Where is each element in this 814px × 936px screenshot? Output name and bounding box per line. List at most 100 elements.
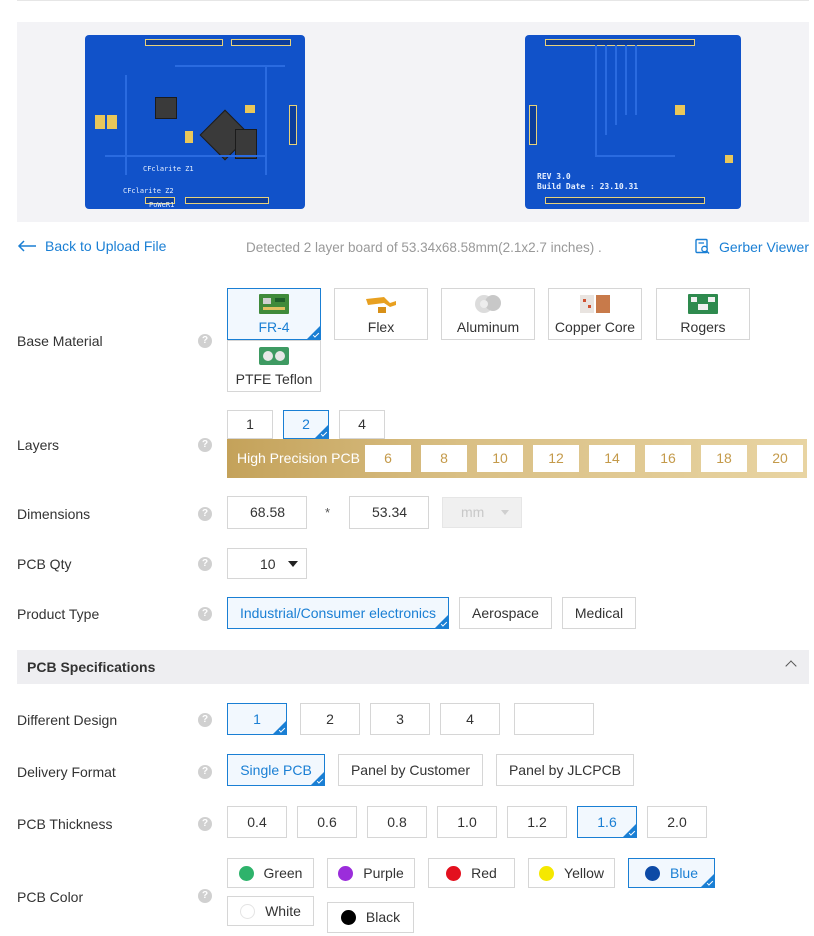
design-option-3[interactable]: 3 xyxy=(370,703,430,735)
material-rogers[interactable]: Rogers xyxy=(656,288,750,340)
help-icon[interactable]: ? xyxy=(198,334,212,348)
material-name: Aluminum xyxy=(456,319,520,335)
color-swatch xyxy=(446,865,462,881)
color-option-yellow[interactable]: Yellow xyxy=(528,858,615,888)
color-swatch xyxy=(539,865,555,881)
material-copper-core[interactable]: Copper Core xyxy=(548,288,642,340)
color-name: White xyxy=(265,903,301,919)
product-type-medical[interactable]: Medical xyxy=(562,597,636,629)
help-icon[interactable]: ? xyxy=(198,557,212,571)
layer-option-2[interactable]: 2 xyxy=(283,410,329,439)
section-title: PCB Specifications xyxy=(27,659,156,675)
design-option-4[interactable]: 4 xyxy=(440,703,500,735)
design-option-2[interactable]: 2 xyxy=(300,703,360,735)
layer-option-18[interactable]: 18 xyxy=(701,445,747,472)
dimension-height-input[interactable]: 53.34 xyxy=(349,496,429,529)
color-option-blue[interactable]: Blue xyxy=(628,858,715,888)
different-design-label: Different Design xyxy=(17,712,118,728)
help-icon[interactable]: ? xyxy=(198,507,212,521)
color-name: Purple xyxy=(363,865,404,881)
layer-option-10[interactable]: 10 xyxy=(477,445,523,472)
high-precision-bar: High Precision PCB 6 8 10 12 14 16 18 20 xyxy=(227,439,807,478)
layer-option-16[interactable]: 16 xyxy=(645,445,691,472)
material-aluminum[interactable]: Aluminum xyxy=(441,288,535,340)
thickness-option[interactable]: 2.0 xyxy=(647,806,707,838)
ptfe-board-icon xyxy=(259,347,289,365)
layer-option-20[interactable]: 20 xyxy=(757,445,803,472)
product-type-industrial[interactable]: Industrial/Consumer electronics xyxy=(227,597,449,629)
gerber-viewer-icon xyxy=(695,238,710,254)
thickness-option[interactable]: 0.8 xyxy=(367,806,427,838)
back-to-upload-link[interactable]: Back to Upload File xyxy=(17,238,166,254)
color-name: Red xyxy=(471,865,497,881)
color-swatch xyxy=(644,865,660,881)
layer-option-1[interactable]: 1 xyxy=(227,410,273,439)
color-name: Black xyxy=(365,909,401,925)
color-option-green[interactable]: Green xyxy=(227,858,314,888)
material-name: Flex xyxy=(367,319,395,335)
thickness-option[interactable]: 1.2 xyxy=(507,806,567,838)
design-option-1[interactable]: 1 xyxy=(227,703,287,735)
color-option-red[interactable]: Red xyxy=(428,858,515,888)
color-swatch xyxy=(338,865,354,881)
material-name: PTFE Teflon xyxy=(235,371,313,387)
help-icon[interactable]: ? xyxy=(198,817,212,831)
design-custom-input[interactable] xyxy=(514,703,594,735)
silk-text: PoWeR1 xyxy=(149,201,175,209)
pcb-bottom-view: REV 3.0 Build Date : 23.10.31 xyxy=(525,35,741,209)
pcb-color-label: PCB Color xyxy=(17,889,84,905)
layer-option-12[interactable]: 12 xyxy=(533,445,579,472)
material-flex[interactable]: Flex xyxy=(334,288,428,340)
help-icon[interactable]: ? xyxy=(198,713,212,727)
delivery-single-pcb[interactable]: Single PCB xyxy=(227,754,325,786)
chevron-up-icon[interactable] xyxy=(785,660,797,672)
thickness-option-selected[interactable]: 1.6 xyxy=(577,806,637,838)
dimension-separator: * xyxy=(325,505,331,520)
color-option-white[interactable]: White xyxy=(227,896,314,926)
delivery-panel-by-customer[interactable]: Panel by Customer xyxy=(338,754,483,786)
gerber-viewer-link[interactable]: Gerber Viewer xyxy=(694,238,809,255)
delivery-format-label: Delivery Format xyxy=(17,764,116,780)
unit-select[interactable]: mm xyxy=(442,497,522,528)
color-option-black[interactable]: Black xyxy=(327,902,414,933)
delivery-panel-by-jlcpcb[interactable]: Panel by JLCPCB xyxy=(496,754,634,786)
product-type-label: Product Type xyxy=(17,606,100,622)
layer-option-4[interactable]: 4 xyxy=(339,410,385,439)
material-fr4[interactable]: FR-4 xyxy=(227,288,321,340)
silk-text: REV 3.0 xyxy=(537,172,571,181)
thickness-option[interactable]: 1.0 xyxy=(437,806,497,838)
pcb-qty-value: 10 xyxy=(260,556,276,572)
nav-row: Back to Upload File Detected 2 layer boa… xyxy=(17,238,809,258)
help-icon[interactable]: ? xyxy=(198,438,212,452)
arrow-left-icon xyxy=(17,240,36,252)
color-name: Yellow xyxy=(564,865,604,881)
flex-board-icon xyxy=(366,297,396,313)
layer-option-8[interactable]: 8 xyxy=(421,445,467,472)
back-label: Back to Upload File xyxy=(45,238,167,254)
color-option-purple[interactable]: Purple xyxy=(327,858,415,888)
silk-text: CFclarite Z1 xyxy=(143,165,194,173)
thickness-option[interactable]: 0.6 xyxy=(297,806,357,838)
help-icon[interactable]: ? xyxy=(198,607,212,621)
high-precision-label: High Precision PCB xyxy=(237,450,360,466)
color-swatch xyxy=(340,909,356,925)
thickness-option[interactable]: 0.4 xyxy=(227,806,287,838)
dimensions-label: Dimensions xyxy=(17,506,91,522)
chevron-down-icon xyxy=(501,510,509,515)
product-type-aerospace[interactable]: Aerospace xyxy=(459,597,552,629)
help-icon[interactable]: ? xyxy=(198,765,212,779)
dimension-width-input[interactable]: 68.58 xyxy=(227,496,307,529)
pcb-thickness-label: PCB Thickness xyxy=(17,816,113,832)
material-name: Rogers xyxy=(680,319,726,335)
rogers-board-icon xyxy=(688,294,718,314)
caret-down-icon xyxy=(288,561,298,567)
gerber-viewer-label: Gerber Viewer xyxy=(718,238,809,255)
pcb-qty-select[interactable]: 10 xyxy=(227,548,307,579)
pcb-specifications-header[interactable]: PCB Specifications xyxy=(17,650,809,684)
pcb-qty-label: PCB Qty xyxy=(17,556,72,572)
layer-option-14[interactable]: 14 xyxy=(589,445,635,472)
help-icon[interactable]: ? xyxy=(198,889,212,903)
silk-text: Build Date : 23.10.31 xyxy=(537,182,639,191)
material-ptfe-teflon[interactable]: PTFE Teflon xyxy=(227,340,321,392)
layer-option-6[interactable]: 6 xyxy=(365,445,411,472)
